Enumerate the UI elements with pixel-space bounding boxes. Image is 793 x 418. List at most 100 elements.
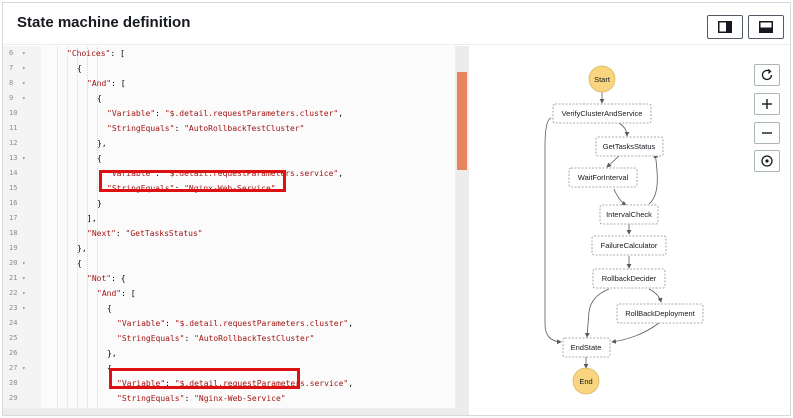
code-line[interactable]: 9▾{ bbox=[3, 91, 455, 106]
fold-toggle-icon[interactable]: ▾ bbox=[22, 155, 26, 162]
code-token: "And" bbox=[87, 79, 112, 88]
split-view-button[interactable] bbox=[707, 15, 743, 39]
code-text: "Variable": "$.detail.requestParameters.… bbox=[117, 376, 353, 391]
code-line[interactable]: 18"Next": "GetTasksStatus" bbox=[3, 226, 455, 241]
bottom-panel-button[interactable] bbox=[748, 15, 784, 39]
code-line[interactable]: 20▾{ bbox=[3, 256, 455, 271]
code-line[interactable]: 23▾{ bbox=[3, 301, 455, 316]
code-token: "Variable" bbox=[117, 319, 166, 328]
code-token: { bbox=[77, 259, 82, 268]
fold-toggle-icon[interactable]: ▾ bbox=[22, 305, 26, 312]
code-text: "And": [ bbox=[97, 286, 136, 301]
fold-toggle-icon[interactable]: ▾ bbox=[22, 260, 26, 267]
panel-title: State machine definition bbox=[17, 14, 191, 31]
vertical-scrollbar-thumb[interactable] bbox=[457, 72, 467, 170]
code-token: }, bbox=[107, 349, 117, 358]
code-text: "Variable": "$.detail.requestParameters.… bbox=[107, 106, 343, 121]
line-number: 28 bbox=[9, 379, 18, 387]
code-line[interactable]: 7 ▾ { bbox=[3, 61, 455, 76]
code-line[interactable]: 19}, bbox=[3, 241, 455, 256]
code-text: } bbox=[97, 196, 102, 211]
code-line[interactable]: 17], bbox=[3, 211, 455, 226]
code-token: { bbox=[97, 154, 102, 163]
edge-verify-gettasks bbox=[618, 122, 630, 137]
code-token: "Not" bbox=[87, 274, 112, 283]
code-line[interactable]: 11"StringEquals": "AutoRollbackTestClust… bbox=[3, 121, 455, 136]
node-interval-check[interactable]: IntervalCheck bbox=[599, 204, 659, 225]
code-token: { bbox=[77, 64, 82, 73]
code-line[interactable]: 26}, bbox=[3, 346, 455, 361]
fold-toggle-icon[interactable]: ▾ bbox=[22, 50, 26, 57]
code-line[interactable]: 13▾{ bbox=[3, 151, 455, 166]
node-end[interactable]: End bbox=[572, 367, 600, 395]
code-line[interactable]: 28 "Variable": "$.detail.requestParameter… bbox=[3, 376, 455, 391]
node-rollback-decider[interactable]: RollbackDecider bbox=[592, 268, 666, 289]
fold-toggle-icon[interactable]: ▾ bbox=[22, 290, 26, 297]
node-end-label: End bbox=[579, 377, 592, 386]
code-line[interactable]: 10"Variable": "$.detail.requestParameter… bbox=[3, 106, 455, 121]
code-text: { bbox=[77, 256, 82, 271]
code-text: }, bbox=[77, 241, 87, 256]
code-token: "Variable" bbox=[107, 169, 156, 178]
fold-toggle-icon[interactable]: ▾ bbox=[22, 95, 26, 102]
center-button[interactable] bbox=[754, 150, 780, 172]
code-token: : bbox=[115, 229, 126, 238]
code-token: }, bbox=[77, 244, 87, 253]
line-number: 29 bbox=[9, 394, 18, 402]
code-token: "StringEquals" bbox=[107, 124, 175, 133]
node-start[interactable]: Start bbox=[588, 65, 616, 93]
code-line[interactable]: 29"StringEquals": "Nginx-Web-Service" bbox=[3, 391, 455, 406]
refresh-button[interactable] bbox=[754, 64, 780, 86]
line-number: 6 bbox=[9, 49, 14, 57]
code-token: , bbox=[338, 169, 344, 178]
code-token: "$.detail.requestParameters.service" bbox=[174, 379, 349, 388]
code-line[interactable]: 14"Variable": "$.detail.requestParameter… bbox=[3, 166, 455, 181]
code-text: "StringEquals": "Nginx-Web-Service" bbox=[107, 181, 276, 196]
code-line[interactable]: 21▾"Not": { bbox=[3, 271, 455, 286]
code-token: "Nginx-Web-Service" bbox=[184, 184, 276, 193]
indent-guide bbox=[67, 46, 68, 415]
line-number: 19 bbox=[9, 244, 18, 252]
code-line[interactable]: 22▾"And": [ bbox=[3, 286, 455, 301]
fold-toggle-icon[interactable]: ▾ bbox=[22, 365, 26, 372]
code-line[interactable]: 25"StringEquals": "AutoRollbackTestClust… bbox=[3, 331, 455, 346]
fold-toggle-icon[interactable]: ▾ bbox=[22, 275, 26, 282]
node-wait-for-interval[interactable]: WaitForInterval bbox=[568, 167, 638, 188]
code-line[interactable]: 16} bbox=[3, 196, 455, 211]
code-text: "And": [ bbox=[87, 76, 126, 91]
code-token: : [ bbox=[111, 79, 126, 88]
node-get-tasks-status[interactable]: GetTasksStatus bbox=[595, 136, 664, 157]
code-token: ], bbox=[87, 214, 97, 223]
horizontal-scrollbar[interactable] bbox=[3, 408, 455, 415]
code-line[interactable]: 6 ▾ "Choices": [ bbox=[3, 46, 455, 61]
line-number: 15 bbox=[9, 184, 18, 192]
code-token: }, bbox=[97, 139, 107, 148]
code-editor[interactable]: 6▾"Choices": [7▾{8▾"And": [9▾{10"Variabl… bbox=[3, 46, 469, 415]
zoom-in-button[interactable] bbox=[754, 93, 780, 115]
line-number: 24 bbox=[9, 319, 18, 327]
node-rollback-deployment[interactable]: RollBackDeployment bbox=[616, 303, 704, 324]
line-number: 8 bbox=[9, 79, 14, 87]
node-endstate-label: EndState bbox=[571, 343, 602, 352]
edge-gettasks-wait bbox=[606, 155, 620, 168]
panel-header: State machine definition bbox=[3, 3, 790, 45]
line-number: 25 bbox=[9, 334, 18, 342]
code-token: : bbox=[165, 319, 175, 328]
code-text: ], bbox=[87, 211, 97, 226]
fold-toggle-icon[interactable]: ▾ bbox=[22, 80, 26, 87]
state-machine-graph[interactable]: Start VerifyClusterAndService GetTasksSt… bbox=[469, 46, 790, 415]
code-text: "Choices": [ bbox=[67, 46, 125, 61]
edge-verify-endstate bbox=[544, 117, 562, 345]
zoom-out-button[interactable] bbox=[754, 122, 780, 144]
node-end-state[interactable]: EndState bbox=[562, 337, 611, 358]
code-line[interactable]: 12}, bbox=[3, 136, 455, 151]
fold-toggle-icon[interactable]: ▾ bbox=[22, 65, 26, 72]
code-line[interactable]: 8 ▾ "And": [ bbox=[3, 76, 455, 91]
code-line[interactable]: 15 "StringEquals": "Nginx-Web-Service" bbox=[3, 181, 455, 196]
node-verify-cluster-and-service[interactable]: VerifyClusterAndService bbox=[552, 103, 652, 124]
line-number: 7 bbox=[9, 64, 14, 72]
code-token: "StringEquals" bbox=[117, 394, 185, 403]
refresh-icon bbox=[761, 68, 773, 81]
node-failure-calculator[interactable]: FailureCalculator bbox=[591, 235, 667, 256]
code-line[interactable]: 24"Variable": "$.detail.requestParameter… bbox=[3, 316, 455, 331]
